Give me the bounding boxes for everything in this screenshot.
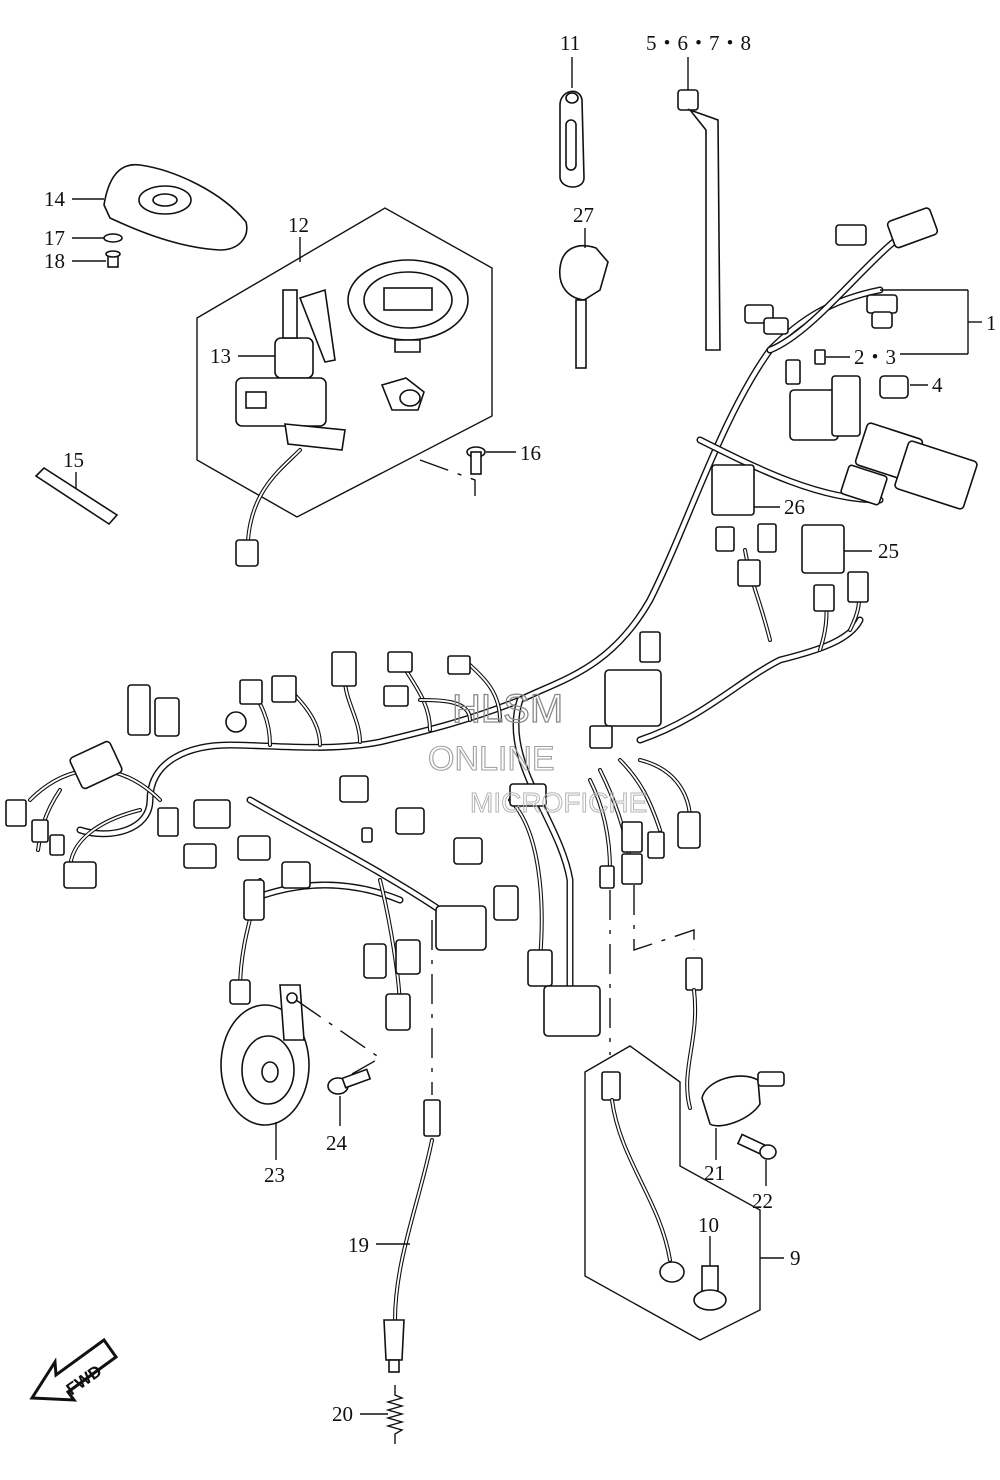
callout-26: 26 [784, 495, 805, 519]
callout-27: 27 [573, 203, 594, 227]
callout-13: 13 [210, 344, 231, 368]
part-9-group-box [584, 1045, 761, 1341]
ignition-group-box [196, 207, 493, 518]
callout-5-6-7-8: 5・6・7・8 [646, 31, 751, 55]
callout-2-3: 2・3 [854, 345, 896, 369]
watermark: HLSM ONLINE MICROFICHE [427, 686, 647, 818]
callout-15: 15 [63, 448, 84, 472]
callout-11: 11 [560, 31, 580, 55]
part-10-bolt [693, 1265, 727, 1311]
part-13-ignition-switch [235, 288, 346, 451]
watermark-line-2: ONLINE [428, 740, 555, 778]
callout-1: 1 [986, 311, 997, 335]
callout-10: 10 [698, 1213, 719, 1237]
callout-16: 16 [520, 441, 541, 465]
callout-17: 17 [44, 226, 65, 250]
part-18-screw [105, 250, 121, 268]
part-9-ground-cable [601, 1071, 685, 1283]
part-21-switch [685, 957, 785, 1127]
callout-12: 12 [288, 213, 309, 237]
part-23-horn [220, 984, 310, 1126]
part-17-washer [103, 233, 123, 243]
callout-18: 18 [44, 249, 65, 273]
callout-21: 21 [704, 1161, 725, 1185]
callout-4: 4 [932, 373, 943, 397]
callout-22: 22 [752, 1189, 773, 1213]
seat-lock-cylinder [380, 377, 425, 411]
watermark-line-3: MICROFICHE [470, 787, 647, 818]
arrow-forward-icon: FWD [29, 1337, 119, 1402]
callout-14: 14 [44, 187, 66, 211]
fuel-cap [347, 259, 469, 353]
callout-24: 24 [326, 1131, 348, 1155]
part-19-sensor-cable [383, 1099, 441, 1373]
callout-9: 9 [790, 1246, 801, 1270]
part-24-bolt [327, 1068, 372, 1095]
part-15-strip [34, 466, 119, 526]
part-27-key [559, 244, 609, 369]
part-11-bracket [559, 90, 585, 188]
watermark-line-1: HLSM [452, 687, 563, 731]
part-14-ignition-cover [103, 163, 248, 251]
callout-19: 19 [348, 1233, 369, 1257]
part-20-spring [385, 1385, 405, 1444]
part-16-bolt [466, 446, 486, 475]
part-5-8-cable-tie [677, 89, 721, 351]
callout-23: 23 [264, 1163, 285, 1187]
callout-25: 25 [878, 539, 899, 563]
part-22-bolt [736, 1133, 777, 1160]
harness-connectors [5, 207, 978, 1037]
callout-20: 20 [332, 1402, 353, 1426]
main-wiring-harness [28, 221, 924, 1012]
